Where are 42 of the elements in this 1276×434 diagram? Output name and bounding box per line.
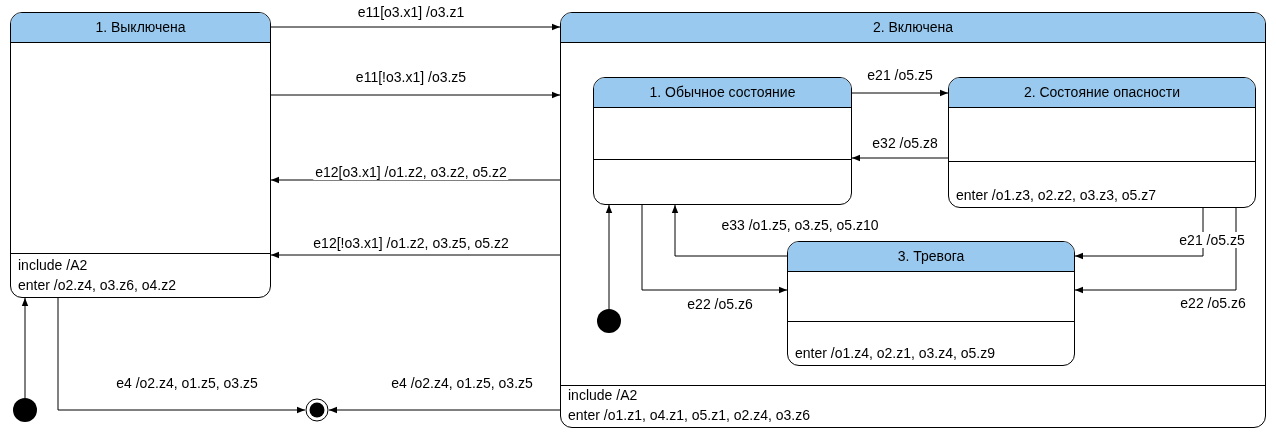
state-title: 2. Включена [561,13,1265,43]
action-text: enter /o1.z3, o2.z2, o3.z3, o5.z7 [956,186,1157,205]
transition-arrow [1074,207,1204,260]
state-box [593,77,852,205]
transition-arrow [270,91,561,99]
transition-arrow [641,204,788,294]
edge-label: e22 /o5.z6 [1178,295,1248,311]
edge-label: e21 /o5.z5 [1177,232,1247,248]
transition-arrow [851,154,949,162]
transition-arrow [270,176,561,184]
edge-label: e12[!o3.x1] /o1.z2, o3.z5, o5.z2 [311,235,511,251]
action-text: enter /o2.z4, o3.z6, o4.z2 [18,276,176,295]
transition-arrow [270,251,561,259]
state-title: 1. Выключена [11,13,270,43]
transition-arrow [270,23,561,31]
action-text: enter /o1.z1, o4.z1, o5.z1, o2.z4, o3.z6 [568,406,811,425]
transition-arrow [1074,207,1237,294]
action-text: enter /o1.z4, o2.z1, o3.z4, o5.z9 [795,344,996,363]
transition-arrow [57,297,306,414]
edge-label: e11[o3.x1] /o3.z1 [355,4,467,20]
transition-arrow [328,406,561,414]
state-box [948,77,1256,208]
edge-label: e21 /o5.z5 [865,67,935,83]
state-box [10,12,271,298]
edge-label: e12[o3.x1] /o1.z2, o3.z2, o5.z2 [313,164,509,180]
transition-arrow [851,89,949,97]
transition-arrow [21,297,29,399]
action-text: include /A2 [568,386,638,405]
edge-label: e4 /o2.z4, o1.z5, o3.z5 [389,375,535,391]
state-box [787,241,1075,366]
transition-arrow [671,204,788,257]
edge-label: e33 /o1.z5, o3.z5, o5.z10 [719,217,881,233]
transition-arrow [605,204,613,310]
edge-label: e4 /o2.z4, o1.z5, o3.z5 [114,375,260,391]
edge-label: e22 /o5.z6 [685,296,755,312]
state-title: 2. Состояние опасности [949,78,1255,108]
state-title: 3. Тревога [788,242,1074,272]
state-box [560,12,1266,428]
edge-label: e11[!o3.x1] /o3.z5 [353,69,469,85]
state-title: 1. Обычное состояние [594,78,851,108]
action-text: include /A2 [18,256,88,275]
edge-label: e32 /o5.z8 [870,135,940,151]
